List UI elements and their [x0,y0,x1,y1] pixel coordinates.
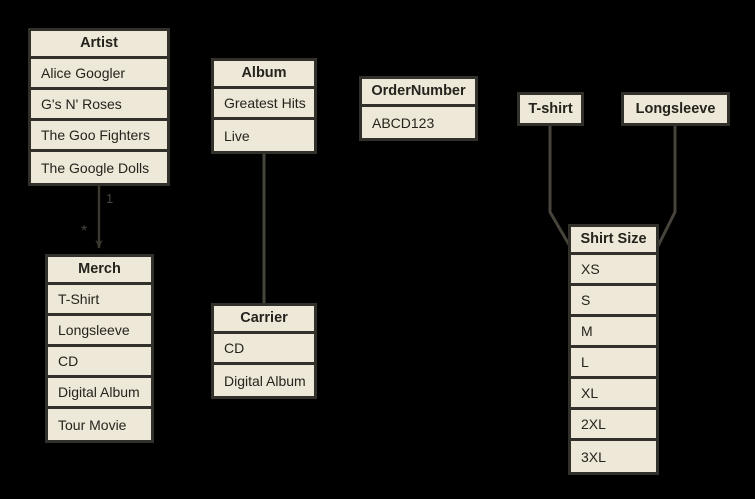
list-item[interactable]: 3XL [571,441,656,472]
entity-order-number-title: OrderNumber [362,79,475,107]
list-item[interactable]: Tour Movie [48,409,151,440]
list-item[interactable]: Digital Album [214,365,314,396]
entity-album-title: Album [214,61,314,89]
list-item[interactable]: Alice Googler [31,59,167,90]
entity-tshirt-title: T-shirt [520,95,581,123]
list-item[interactable]: S [571,286,656,317]
entity-carrier[interactable]: Carrier CD Digital Album [211,303,317,399]
edge-label-target-multiplicity: * [81,223,88,240]
list-item[interactable]: XL [571,379,656,410]
list-item[interactable]: L [571,348,656,379]
list-item[interactable]: Longsleeve [48,316,151,347]
entity-album[interactable]: Album Greatest Hits Live [211,58,317,154]
list-item[interactable]: CD [214,334,314,365]
list-item[interactable]: 2XL [571,410,656,441]
connector-longsleeve-shirtsize [655,121,677,249]
entity-merch[interactable]: Merch T-Shirt Longsleeve CD Digital Albu… [45,254,154,443]
list-item[interactable]: The Goo Fighters [31,121,167,152]
list-item[interactable]: T-Shirt [48,285,151,316]
list-item[interactable]: Greatest Hits [214,89,314,120]
list-item[interactable]: ABCD123 [362,107,475,138]
list-item[interactable]: Digital Album [48,378,151,409]
entity-order-number[interactable]: OrderNumber ABCD123 [359,76,478,141]
list-item[interactable]: G's N' Roses [31,90,167,121]
entity-shirt-size-title: Shirt Size [571,227,656,255]
entity-tshirt[interactable]: T-shirt [517,92,584,126]
entity-carrier-title: Carrier [214,306,314,334]
entity-artist[interactable]: Artist Alice Googler G's N' Roses The Go… [28,28,170,186]
entity-longsleeve-title: Longsleeve [624,95,727,123]
list-item[interactable]: CD [48,347,151,378]
list-item[interactable]: M [571,317,656,348]
entity-longsleeve[interactable]: Longsleeve [621,92,730,126]
entity-artist-title: Artist [31,31,167,59]
list-item[interactable]: XS [571,255,656,286]
list-item[interactable]: The Google Dolls [31,152,167,183]
entity-merch-title: Merch [48,257,151,285]
edge-label-source-multiplicity: 1 [106,191,114,206]
entity-shirt-size[interactable]: Shirt Size XS S M L XL 2XL 3XL [568,224,659,475]
list-item[interactable]: Live [214,120,314,151]
